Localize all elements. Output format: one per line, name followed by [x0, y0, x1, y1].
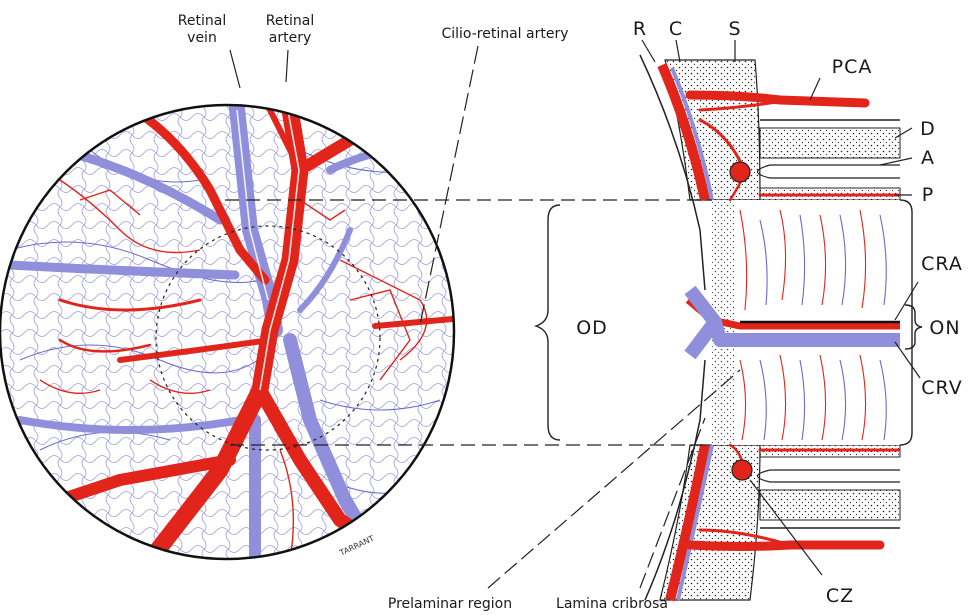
retinal-vein-label-line1: Retinal [178, 13, 226, 29]
od-brace [536, 205, 560, 440]
retinal-artery-label-line2: artery [269, 30, 311, 46]
dura-upper [760, 128, 900, 158]
retinal-artery-label-line1: Retinal [266, 13, 314, 29]
r-label: R [633, 18, 647, 40]
cz-label: CZ [826, 585, 854, 607]
meninges-lower [770, 470, 900, 482]
fundus-view [0, 80, 530, 570]
circle-of-zinn-upper [730, 162, 750, 182]
pca-label: PCA [832, 56, 873, 78]
od-label: OD [576, 317, 608, 339]
retinal-vein-label-line2: vein [187, 30, 217, 46]
cra-label: CRA [921, 253, 963, 275]
circle-of-zinn-lower [732, 460, 752, 480]
d-label: D [920, 118, 936, 140]
on-label: ON [929, 317, 960, 339]
p-label: P [922, 184, 934, 206]
prelaminar-region-label: Prelaminar region [388, 596, 512, 612]
crv-label: CRV [921, 377, 962, 399]
artist-signature: TARRANT [337, 534, 375, 558]
a-label: A [921, 147, 935, 169]
s-label: S [728, 18, 741, 40]
meninges-upper [770, 165, 900, 178]
lamina-cribrosa-label: Lamina cribrosa [556, 596, 668, 612]
cross-section-view [640, 55, 912, 600]
c-label: C [669, 18, 683, 40]
cilio-retinal-artery-label: Cilio-retinal artery [441, 26, 568, 42]
